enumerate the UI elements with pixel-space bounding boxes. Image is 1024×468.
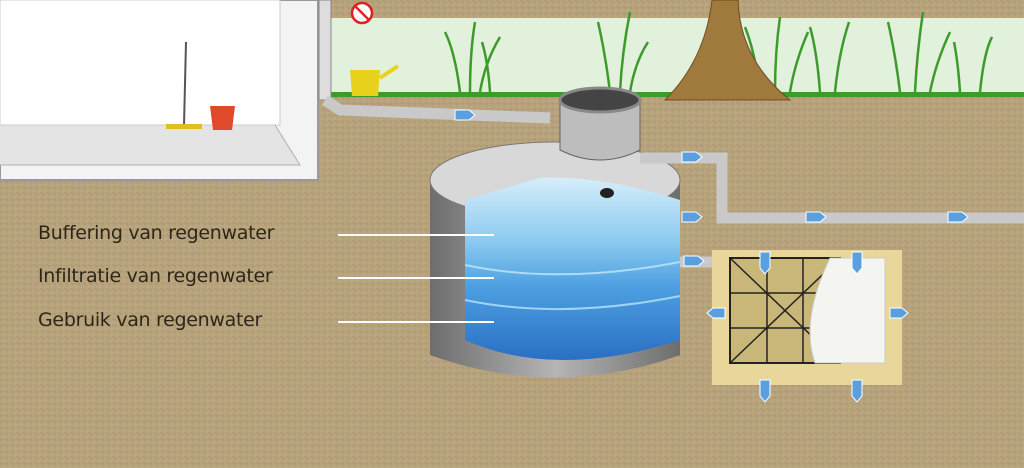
leader-lines [338, 234, 494, 323]
grass-tufts [443, 11, 994, 93]
lawn [330, 18, 1024, 94]
label-gebruik: Gebruik van regenwater [38, 309, 263, 331]
downpipe [318, 0, 332, 101]
watering-can-icon [350, 64, 400, 96]
inlet-pipe [321, 95, 551, 124]
infiltration-crate-icon [712, 250, 902, 385]
bucket-icon [210, 106, 235, 130]
flow-arrows [454, 109, 969, 403]
tank-icon [429, 86, 681, 378]
tree-icon [663, 0, 792, 101]
overflow-pipe [640, 152, 1024, 224]
broom-icon [166, 41, 202, 129]
label-buffering: Buffering van regenwater [38, 222, 275, 244]
label-infiltratie: Infiltratie van regenwater [38, 265, 273, 287]
